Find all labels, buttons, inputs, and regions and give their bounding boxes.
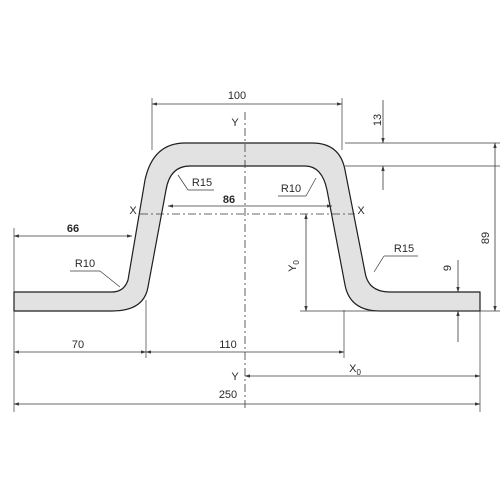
dimension-flange-offset: 13 <box>345 100 500 190</box>
dimension-label-250: 250 <box>219 389 237 401</box>
dimension-overall-width: 250 <box>13 389 481 406</box>
radius-label-r15-top: R15 <box>192 177 212 189</box>
dimension-height: 89 <box>300 142 500 312</box>
dimension-label-66: 66 <box>67 223 79 235</box>
y0-label: Y0 <box>287 260 301 272</box>
dimension-label-110: 110 <box>219 339 237 351</box>
dimension-top-width: 100 <box>151 90 343 150</box>
radius-top-right: R10 <box>278 177 317 197</box>
radius-label-r10-bottom: R10 <box>75 258 95 270</box>
dimension-label-70: 70 <box>72 339 84 351</box>
radius-top-left: R15 <box>177 174 214 191</box>
x-axis: X X <box>129 205 365 217</box>
radius-bottom-right: R15 <box>373 243 418 273</box>
radius-label-r10-top: R10 <box>281 183 301 195</box>
x0-label: X0 <box>349 363 361 377</box>
y-axis: Y Y <box>231 112 246 410</box>
x-axis-label-left: X <box>129 205 137 217</box>
radius-bottom-left: R10 <box>70 258 121 288</box>
y-axis-label-top: Y <box>231 117 239 129</box>
dimension-label-100: 100 <box>228 90 246 102</box>
dimension-thickness: 9 <box>442 260 460 342</box>
dimension-bottom-left: 70 110 <box>13 300 345 412</box>
y-axis-label-bottom: Y <box>231 371 239 383</box>
dimension-label-9: 9 <box>442 265 454 271</box>
radius-label-r15-bottom: R15 <box>394 243 414 255</box>
dimension-label-86: 86 <box>223 194 235 206</box>
x-axis-label-right: X <box>357 205 365 217</box>
dimension-x0: X0 <box>244 311 481 412</box>
dimension-label-13: 13 <box>372 114 384 126</box>
dimension-label-89: 89 <box>480 232 492 244</box>
profile-section <box>13 142 481 312</box>
dimension-inner-width: 86 <box>167 194 333 208</box>
dimension-y0: Y0 <box>287 213 308 312</box>
dimension-left-flange: 66 <box>13 223 133 292</box>
